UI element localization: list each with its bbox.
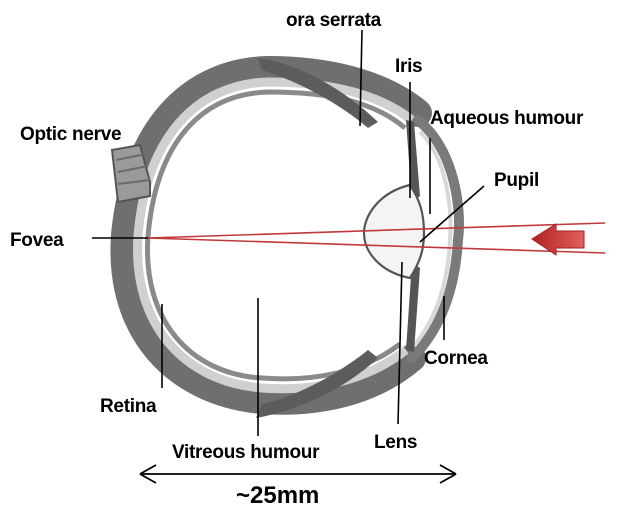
optic-nerve <box>112 145 150 202</box>
lens <box>364 185 424 278</box>
label-lens: Lens <box>374 432 417 453</box>
label-fovea: Fovea <box>10 230 64 251</box>
label-vitreous-humour: Vitreous humour <box>172 442 320 463</box>
label-iris: Iris <box>395 56 422 77</box>
label-retina: Retina <box>100 396 157 417</box>
label-cornea: Cornea <box>424 348 488 369</box>
label-aqueous-humour: Aqueous humour <box>430 108 584 129</box>
scale-length-label: ~25mm <box>236 482 319 509</box>
label-optic-nerve: Optic nerve <box>20 124 121 145</box>
label-ora-serrata: ora serrata <box>286 10 382 31</box>
scale-bar <box>140 465 456 483</box>
label-pupil: Pupil <box>494 170 539 191</box>
